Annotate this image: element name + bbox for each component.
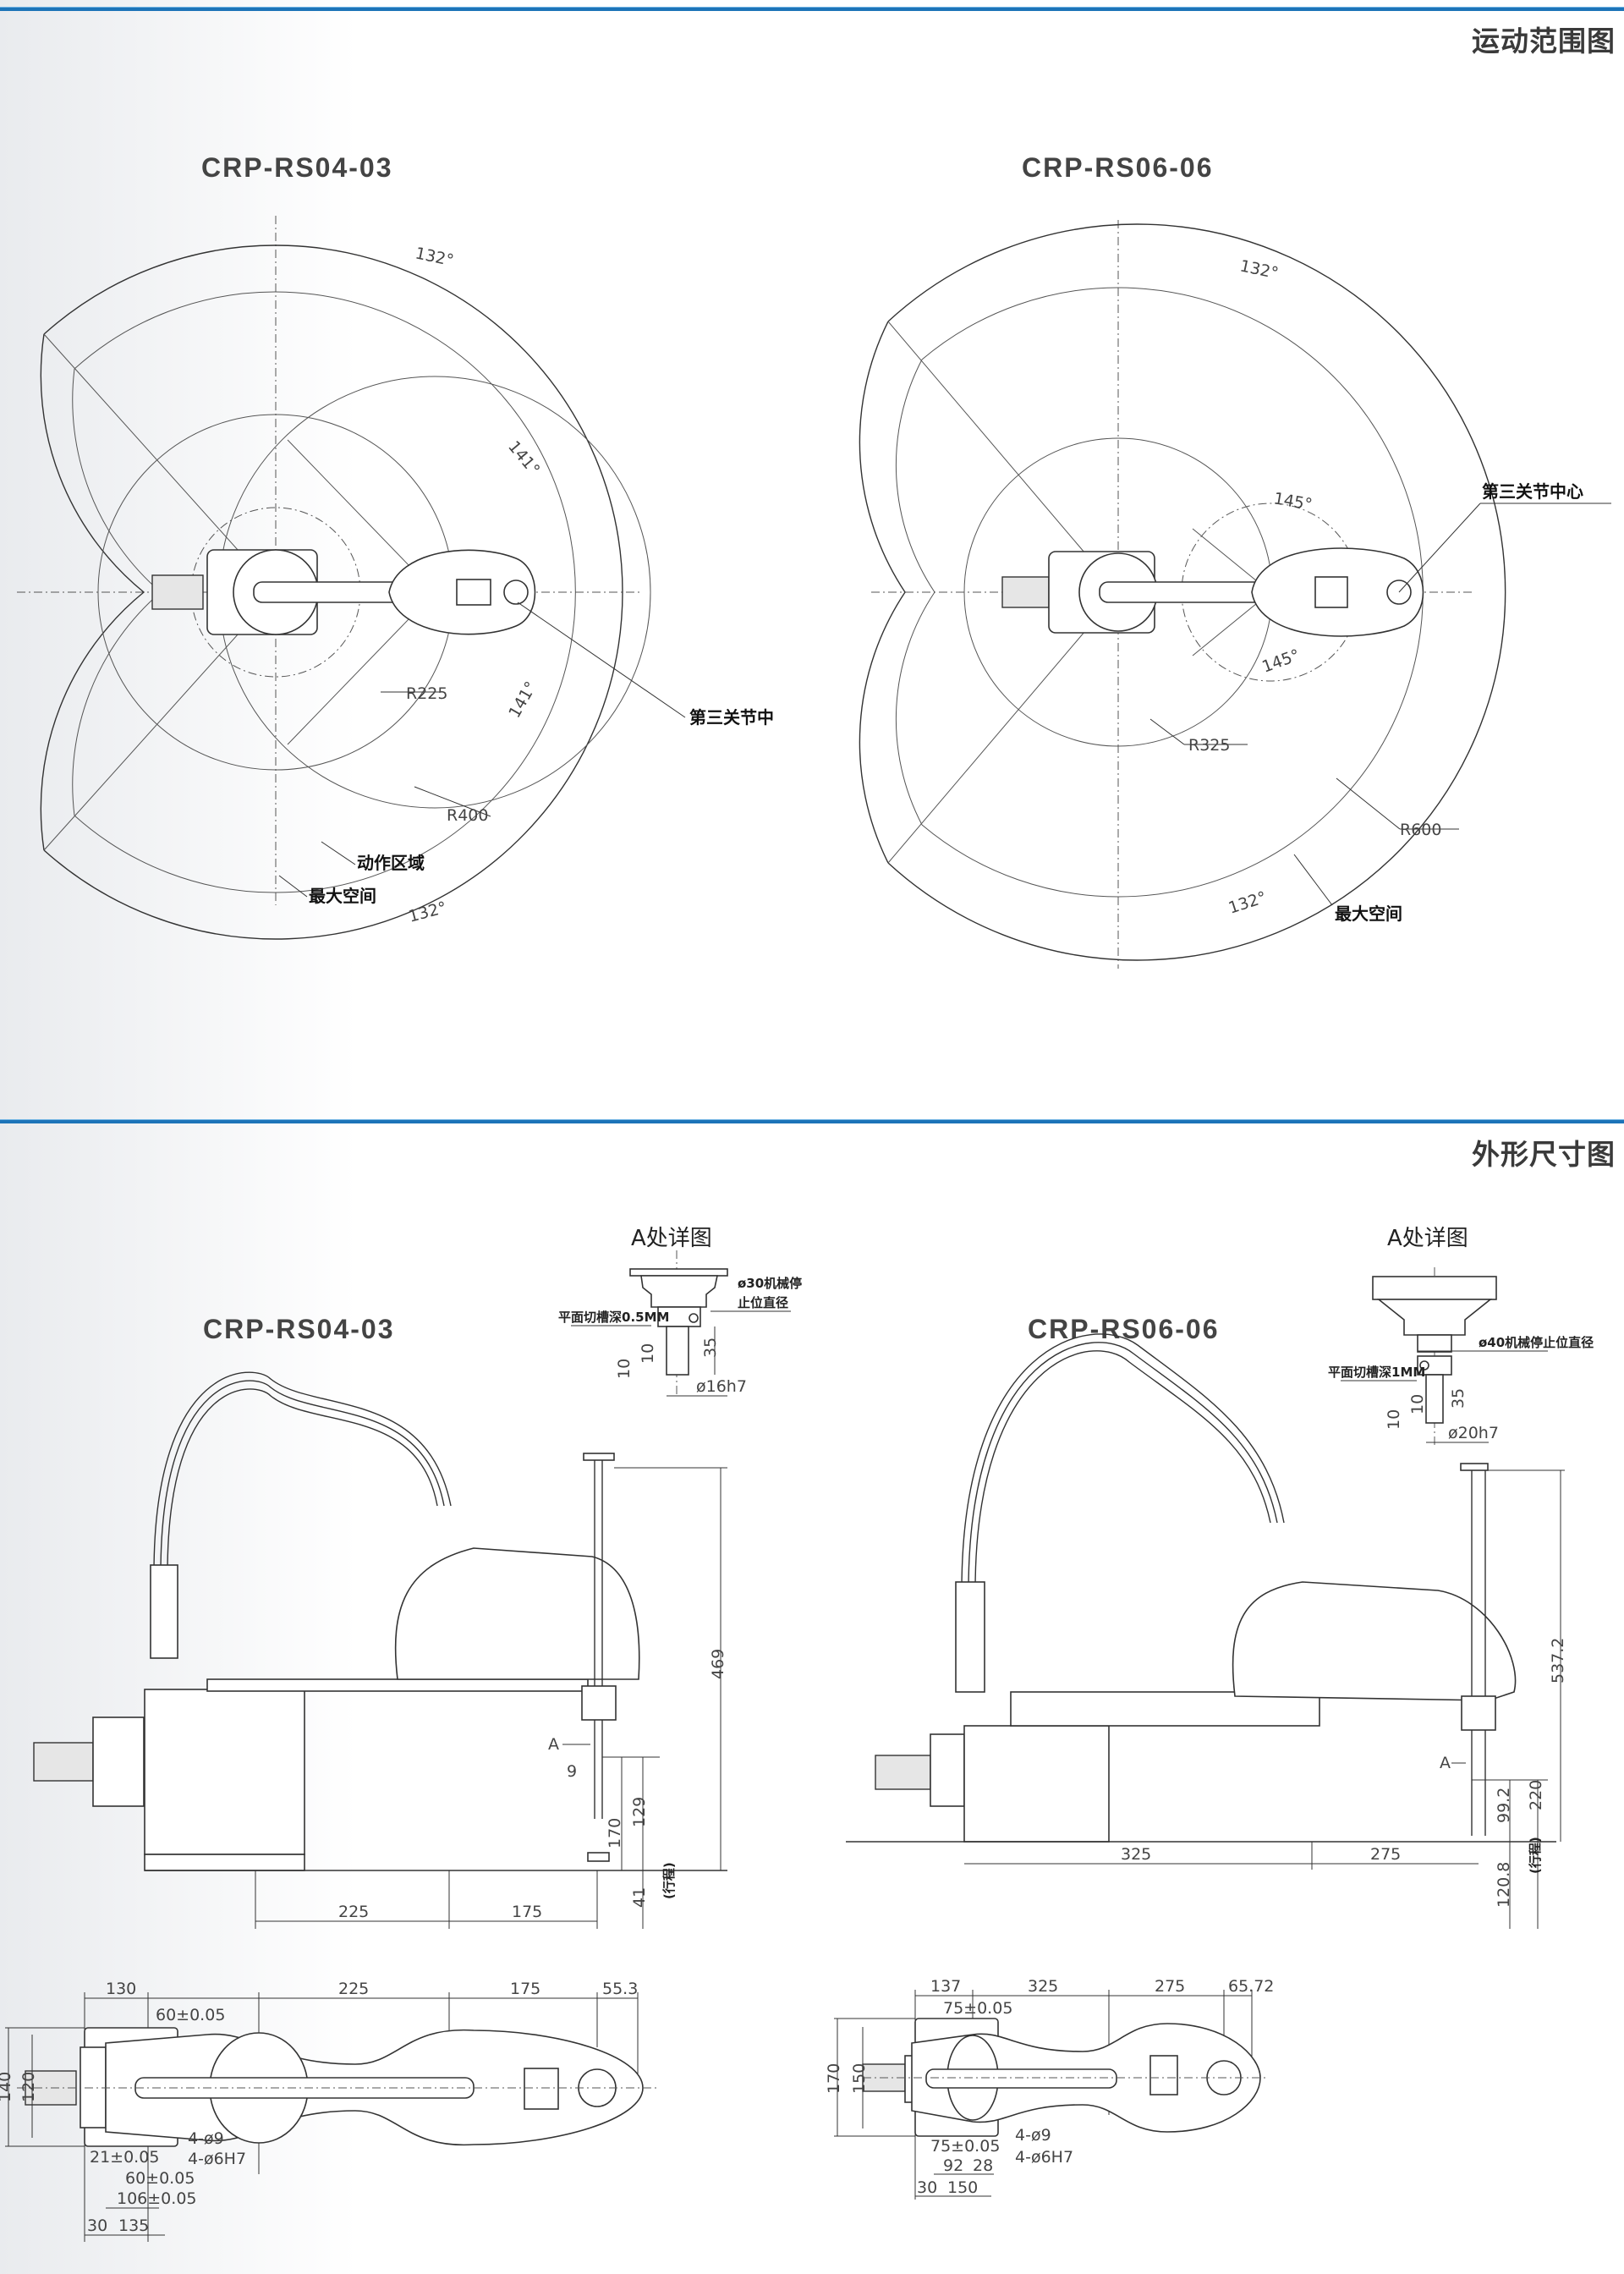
motion-model-right: CRP-RS06-06 [1022,152,1214,183]
holes-label: 4-ø9 [1015,2126,1051,2145]
radius-label-outer: R600 [1400,821,1441,839]
dim-135: 135 [118,2216,149,2235]
dims-model-left: CRP-RS04-03 [203,1314,395,1344]
dim-170: 170 [825,2063,843,2094]
top-view-left: 130 225 175 55.3 60±0.05 140 120 4-ø9 4-… [0,1980,660,2242]
dim-170: 170 [606,1818,624,1848]
top-divider [0,7,1624,11]
radius-label-outer: R400 [447,806,488,825]
dim-225: 225 [338,1903,369,1921]
dim-55-3: 55.3 [602,1980,638,1998]
height-dim-469: 469 [709,1649,727,1679]
groove-label: 平面切槽深1MM [1328,1365,1425,1380]
dims-model-right: CRP-RS06-06 [1028,1314,1220,1344]
section-a-marker: A [1440,1754,1451,1772]
max-space-label: 最大空间 [309,886,376,906]
angle-label: 141° [504,437,543,479]
joint3-center-label: 第三关节中 [689,707,774,728]
holes-label: 4-ø6H7 [188,2150,246,2168]
tol-60: 60±0.05 [125,2169,195,2188]
tol-75: 75±0.05 [943,1999,1012,2018]
dim-28: 28 [973,2156,993,2175]
stroke-label: (行程) [1528,1837,1543,1874]
motion-range-diagram-right: 132° 145° 145° 132° R325 R600 第三关节中心 最大空… [859,220,1611,969]
dim-30: 30 [87,2216,107,2235]
section-title-motion-range: 运动范围图 [1472,25,1616,58]
dim-325: 325 [1028,1977,1058,1996]
shaft-diameter-label: ø20h7 [1448,1424,1499,1442]
dim-220: 220 [1527,1780,1545,1810]
detail-title: A处详图 [631,1226,712,1251]
section-title-dimensions: 外形尺寸图 [1472,1138,1616,1171]
dim-30: 30 [917,2178,937,2197]
angle-label: 145° [1259,645,1303,676]
tol-60: 60±0.05 [156,2006,225,2024]
dim-35: 35 [1449,1388,1468,1409]
side-view-right: 537.2 A 99.2 220 (行程) 120.8 325 275 [846,1333,1567,1929]
dim-137: 137 [930,1977,961,1996]
section-a-marker: A [548,1735,559,1754]
dim-41: 41 [630,1887,649,1908]
dim-275: 275 [1155,1977,1185,1996]
groove-label: 平面切槽深0.5MM [558,1310,669,1325]
angle-label: 132° [1226,888,1269,918]
holes-label: 4-ø9 [188,2129,224,2148]
tol-106: 106±0.05 [117,2189,197,2208]
detail-a-right: A处详图 ø40机械停止位直径 平面切槽深1MM 35 10 10 ø20h7 [1328,1226,1594,1447]
tol-75: 75±0.05 [930,2137,1000,2156]
dim-175: 175 [512,1903,542,1921]
dim-275: 275 [1370,1845,1401,1864]
detail-a-left: A处详图 ø30机械停 止位直径 平面切槽深0.5MM 35 10 10 ø16… [558,1226,802,1397]
stop-diameter-label: ø30机械停 [738,1276,802,1291]
angle-label: 132° [407,898,449,926]
dim-175: 175 [510,1980,540,1998]
top-view-right: 137 325 275 65.72 75±0.05 170 150 4-ø9 4… [825,1977,1274,2200]
dim-130: 130 [106,1980,136,1998]
dim-92: 92 [943,2156,963,2175]
mid-divider [0,1119,1624,1123]
stop-diameter-label-2: 止位直径 [738,1295,788,1310]
shaft-diameter-label: ø16h7 [696,1377,747,1396]
radius-label-inner: R225 [406,684,447,703]
detail-title: A处详图 [1387,1226,1468,1251]
dim-120: 120 [19,2072,38,2102]
angle-label: 132° [414,244,455,270]
angle-label: 132° [1238,256,1280,283]
radius-label-inner: R325 [1188,736,1230,755]
dim-10: 10 [1385,1409,1403,1430]
holes-label: 4-ø6H7 [1015,2148,1073,2167]
joint3-center-label: 第三关节中心 [1482,481,1583,502]
dim-120-8: 120.8 [1495,1862,1513,1908]
motion-model-left: CRP-RS04-03 [201,152,393,183]
dim-99-2: 99.2 [1495,1788,1513,1823]
tol-21: 21±0.05 [90,2148,159,2167]
dim-129: 129 [630,1797,649,1827]
stop-diameter-label: ø40机械停止位直径 [1479,1335,1594,1350]
height-dim-537-2: 537.2 [1549,1638,1567,1684]
dim-9: 9 [567,1762,577,1781]
side-view-left: 469 A 9 129 170 (行程) 41 225 175 [33,1371,727,1929]
stroke-label: (行程) [661,1862,677,1899]
max-space-label: 最大空间 [1335,904,1402,924]
work-area-label: 动作区域 [357,853,425,873]
angle-label: 141° [505,678,540,722]
dim-10: 10 [639,1343,657,1364]
dim-325: 325 [1121,1845,1151,1864]
dim-10: 10 [1408,1394,1427,1414]
motion-range-diagram-left: 132° 141° 141° 132° R225 R400 第三关节中 动作区域… [17,216,774,940]
dim-140: 140 [0,2072,14,2102]
dim-35: 35 [701,1337,720,1358]
angle-label: 145° [1272,489,1314,514]
dim-225: 225 [338,1980,369,1998]
dim-150: 150 [947,2178,978,2197]
dim-10: 10 [615,1359,634,1379]
dim-150: 150 [850,2063,869,2094]
dim-65-72: 65.72 [1228,1977,1274,1996]
